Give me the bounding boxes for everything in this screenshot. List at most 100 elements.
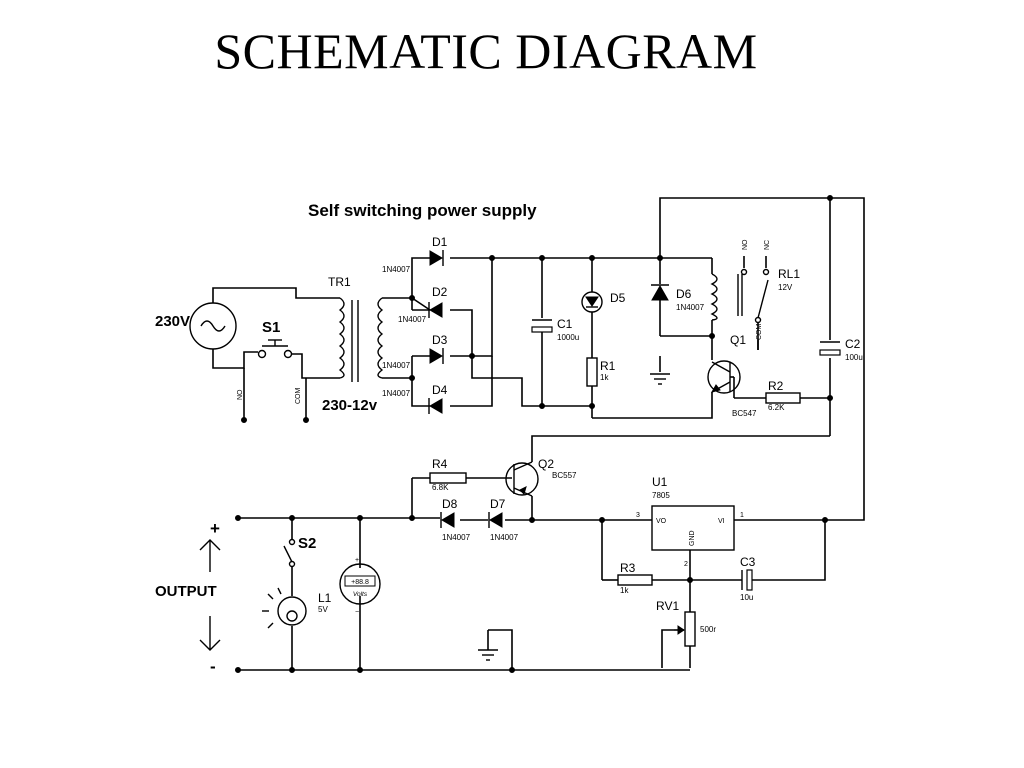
wires	[212, 287, 340, 420]
svg-text:500r: 500r	[700, 625, 716, 634]
capacitor-c2: C2 100u	[819, 337, 863, 362]
diode-d8: D8 1N4007	[440, 497, 471, 542]
potentiometer-rv1: RV1 500r	[656, 580, 716, 668]
voltmeter-unit: Volts	[353, 591, 368, 598]
capacitor-c3: C3 10u	[740, 520, 826, 602]
svg-text:100u: 100u	[845, 353, 863, 362]
switch-s1: S1 NO COM	[237, 319, 302, 404]
source-label: 230V	[155, 313, 190, 330]
svg-text:R3: R3	[620, 561, 636, 575]
regulator-u1: U1 7805 VO VI GND 3 1 2	[601, 475, 825, 580]
output-wires	[238, 518, 690, 671]
svg-text:D1: D1	[432, 235, 448, 249]
relay-wires	[592, 197, 865, 521]
svg-text:C2: C2	[845, 337, 861, 351]
svg-text:1N4007: 1N4007	[398, 315, 427, 324]
tr1-value: 230-12v	[322, 397, 378, 414]
transformer-tr1: TR1 230-12v	[322, 275, 384, 414]
junctions	[235, 195, 833, 673]
svg-text:1N4007: 1N4007	[490, 533, 519, 542]
s1-pin-com: COM	[295, 388, 302, 405]
resistor-r3: R3 1k	[602, 561, 742, 595]
output-minus: -	[210, 657, 216, 676]
svg-text:VI: VI	[718, 518, 725, 525]
diode-d5-led: D5	[581, 258, 626, 358]
ground-1	[650, 356, 670, 385]
resistor-r4: R4 6.8K	[429, 457, 467, 492]
svg-text:10u: 10u	[740, 593, 753, 602]
voltmeter: +88.8 Volts + −	[339, 557, 381, 616]
lamp-l1: L1 5V	[262, 587, 332, 629]
svg-text:1N4007: 1N4007	[382, 361, 411, 370]
diode-d3: D3 1N4007	[382, 333, 448, 370]
transistor-q1: Q1 BC547	[707, 333, 757, 418]
svg-text:D5: D5	[610, 291, 626, 305]
svg-text:BC557: BC557	[552, 471, 577, 480]
tr1-ref: TR1	[328, 275, 351, 289]
bridge-wires	[382, 257, 592, 407]
svg-text:1: 1	[740, 512, 744, 519]
capacitor-c1: C1 1000u	[531, 258, 579, 406]
voltmeter-reading: +88.8	[351, 579, 369, 586]
diode-d4: D4 1N4007	[382, 383, 448, 414]
diode-d7: D7 1N4007	[488, 497, 519, 542]
diagram-title: Self switching power supply	[308, 201, 537, 220]
diode-d2: D2 1N4007	[398, 285, 448, 324]
svg-text:D4: D4	[432, 383, 448, 397]
diode-d1: D1 1N4007	[382, 235, 448, 274]
slide-title: SCHEMATIC DIAGRAM	[214, 23, 758, 79]
svg-text:D7: D7	[490, 497, 506, 511]
svg-text:NO: NO	[742, 239, 749, 250]
q2-wires	[238, 435, 830, 521]
svg-text:1N4007: 1N4007	[442, 533, 471, 542]
svg-text:D8: D8	[442, 497, 458, 511]
svg-text:VO: VO	[656, 518, 667, 525]
relay-rl1: RL1 12V NO NC COM	[710, 239, 800, 350]
svg-text:Q2: Q2	[538, 457, 554, 471]
svg-text:3: 3	[636, 512, 640, 519]
ground-2	[478, 630, 498, 661]
svg-text:−: −	[355, 609, 359, 616]
svg-text:U1: U1	[652, 475, 668, 489]
output-labels: + - OUTPUT	[155, 519, 221, 676]
svg-text:1N4007: 1N4007	[382, 265, 411, 274]
svg-text:BC547: BC547	[732, 409, 757, 418]
s1-ref: S1	[262, 319, 280, 336]
svg-text:1k: 1k	[600, 373, 609, 382]
svg-text:D3: D3	[432, 333, 448, 347]
resistor-r1: R1 1k	[586, 357, 616, 418]
svg-text:R1: R1	[600, 359, 616, 373]
switch-s2: S2	[283, 535, 316, 568]
diode-d6: D6 1N4007	[651, 284, 705, 312]
svg-text:RL1: RL1	[778, 267, 800, 281]
svg-text:1000u: 1000u	[557, 333, 579, 342]
svg-text:S2: S2	[298, 535, 316, 552]
svg-text:D6: D6	[676, 287, 692, 301]
svg-text:L1: L1	[318, 591, 332, 605]
svg-text:+: +	[355, 557, 359, 564]
svg-text:NC: NC	[764, 240, 771, 250]
svg-text:1N4007: 1N4007	[676, 303, 705, 312]
svg-text:6.2K: 6.2K	[768, 403, 785, 412]
svg-text:Q1: Q1	[730, 333, 746, 347]
svg-text:6.8K: 6.8K	[432, 483, 449, 492]
ac-source: 230V	[155, 302, 237, 350]
transistor-q2: Q2 BC557	[505, 457, 577, 497]
output-label: OUTPUT	[155, 583, 217, 600]
svg-text:C3: C3	[740, 555, 756, 569]
output-plus: +	[210, 519, 220, 538]
svg-text:1N4007: 1N4007	[382, 389, 411, 398]
svg-text:R2: R2	[768, 379, 784, 393]
svg-text:COM: COM	[756, 324, 763, 341]
resistor-r2: R2 6.2K	[765, 379, 801, 412]
svg-text:D2: D2	[432, 285, 448, 299]
svg-text:7805: 7805	[652, 491, 670, 500]
svg-text:1k: 1k	[620, 586, 629, 595]
svg-text:RV1: RV1	[656, 599, 679, 613]
svg-text:5V: 5V	[318, 605, 328, 614]
svg-text:GND: GND	[689, 530, 696, 546]
svg-text:2: 2	[684, 561, 688, 568]
s1-pin-no: NO	[237, 389, 244, 400]
